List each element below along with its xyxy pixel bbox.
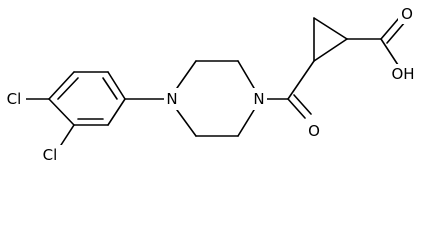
acid-double-bond-a (380, 17, 400, 40)
label-bg-n-left (164, 88, 180, 110)
bond-carbonyl-ring (287, 60, 315, 100)
benzene-bond-6 (48, 98, 75, 126)
benzene-bond-1 (48, 71, 75, 100)
carbonyl-double-bond-b (293, 94, 312, 115)
benzene-inner-bond-b (102, 77, 118, 100)
atom-oh-acid: OH (391, 65, 414, 83)
piperazine-bond-4 (237, 109, 255, 137)
atom-o-carbonyl: O (308, 122, 320, 140)
piperazine-bond-6 (176, 109, 197, 137)
carbonyl-double-bond-a (287, 98, 306, 119)
label-bg-o-carbonyl (305, 121, 323, 141)
atom-cl-bottom: Cl (43, 146, 58, 164)
atom-n-left: N (166, 90, 177, 108)
cyclopropane-bond-base (313, 38, 348, 62)
label-bg-cl-top (2, 89, 26, 109)
atom-o-acid-top: O (401, 5, 413, 23)
label-bg-oh-acid (387, 64, 419, 84)
label-bg-cl-bottom (37, 145, 63, 165)
cyclopropane-bond-top (313, 17, 348, 40)
label-bg-n-right (251, 88, 267, 110)
atom-n-right: N (253, 90, 264, 108)
bond-cl-bottom (60, 124, 75, 146)
chemical-structure: Cl Cl N N O O OH (2, 4, 419, 165)
bond-lines (25, 17, 406, 146)
acid-single-bond (380, 38, 399, 66)
acid-double-bond-b (386, 21, 406, 44)
piperazine-bond-3 (237, 60, 255, 89)
atom-cl-top: Cl (7, 90, 22, 108)
molecule-diagram: Cl Cl N N O O OH (2, 4, 419, 165)
piperazine-bond-1 (176, 60, 197, 89)
label-bg-o-acid-top (398, 4, 416, 24)
atom-labels: Cl Cl N N O O OH (2, 4, 419, 165)
benzene-inner-bond-a (57, 77, 79, 100)
benzene-bond-3 (107, 71, 126, 100)
benzene-bond-4 (107, 98, 126, 126)
